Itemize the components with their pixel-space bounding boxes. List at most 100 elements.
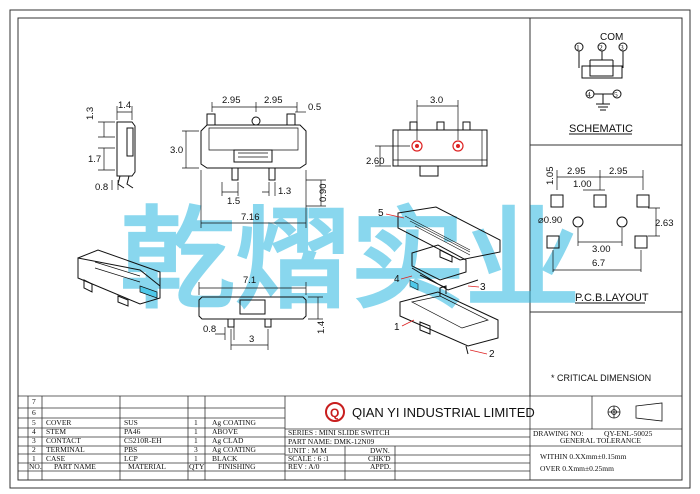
callout-2: 2 [489,349,495,360]
callout-4: 4 [394,274,400,285]
bom-row-finishing: ABOVE [212,427,238,436]
schematic-pin-3: 3 [620,43,624,52]
bom-row-no: 5 [32,418,36,427]
outer-frame [9,9,691,489]
chkd-label: CHK'D [368,454,391,463]
part-name-label: PART NAME: DMK-12N09 [288,437,374,446]
bom-row-part: STEM [46,427,66,436]
title-block [18,395,682,480]
front-dim-1-3: 1.3 [278,186,291,197]
front-dim-3-0: 3.0 [170,145,183,156]
isometric-assembled-view [77,249,161,307]
bom-row-qty: 1 [194,427,198,436]
bom-row-material: SUS [124,418,138,427]
schematic-pin-4: 4 [587,90,591,99]
side-dim-1-3: 1.3 [85,107,96,120]
tolerance-over: OVER 0.Xmm±0.25mm [540,464,614,473]
bom-row-finishing: BLACK [212,454,238,463]
bom-row-no: 4 [32,427,36,436]
side-view: 1.4 1.3 1.7 0.8 [85,100,136,193]
bom-table: 7 6 5 COVER SUS 1 Ag COATING 4 STEM PA46… [29,397,257,471]
bom-header-part: PART NAME [54,462,96,471]
bom-header-finishing: FINISHING [218,462,256,471]
appd-label: APPD. [370,462,391,471]
dwn-label: DWN. [370,446,390,455]
callout-1: 1 [394,322,400,333]
front-dim-7-16: 7.16 [241,212,260,223]
pcb-pad [634,235,648,249]
bom-row-part: TERMINAL [46,445,85,454]
schematic-pin-2: 2 [599,43,603,52]
pcb-pad [593,194,607,208]
front-view: 2.95 2.95 0.5 3.0 1.5 1.3 0.90 7.16 [170,95,329,228]
bom-header-material: MATERIAL [128,462,166,471]
front-dim-0-5: 0.5 [308,102,321,113]
bom-row-finishing: Ag CLAD [212,436,244,445]
pcb-pad [546,235,560,249]
bom-row-part: CASE [46,454,66,463]
top-dim-2-60: 2.60 [366,156,385,167]
scale-label: SCALE : 6 :1 [288,454,329,463]
bom-row-qty: 1 [194,436,198,445]
drawing-no-label: DRAWING NO: [533,429,583,438]
pcb-dim-3-00: 3.00 [592,244,611,255]
pcb-pad [550,194,564,208]
bom-row-finishing: Ag COATING [212,445,257,454]
bom-row-finishing: Ag COATING [212,418,257,427]
bottom-dim-3: 3 [249,334,254,345]
tolerance-within: WITHIN 0.XXmm±0.15mm [540,452,627,461]
exploded-view: 5 4 3 1 2 [378,206,501,360]
bom-row-no: 2 [32,445,36,454]
bom-row-material: LCP [124,454,138,463]
schematic: COM 1 2 3 4 5 SCHEMATIC [569,32,633,135]
bom-row-no: 3 [32,436,36,445]
side-dim-0-8: 0.8 [95,182,108,193]
top-view: 3.0 2.60 [366,95,488,177]
bom-row-part: COVER [46,418,71,427]
bom-header-no: NO. [29,462,42,471]
schematic-title: SCHEMATIC [569,123,633,135]
company-name: QIAN YI INDUSTRIAL LIMITED [352,405,535,420]
side-dim-1-7: 1.7 [88,154,101,165]
bom-row-no: 6 [32,408,36,417]
bom-row-no: 7 [32,397,36,406]
pcb-dim-2-95-a: 2.95 [567,166,586,177]
watermark-text: 乾熠实业 [120,199,580,322]
projection-symbol [607,402,663,422]
rev-label: REV : A/0 [288,462,320,471]
bom-row-material: PBS [124,445,137,454]
top-dim-3-0: 3.0 [430,95,443,106]
pcb-dim-6-7: 6.7 [592,258,605,269]
bottom-dim-1-4: 1.4 [316,321,327,334]
schematic-pin-5: 5 [614,90,618,99]
callout-5: 5 [378,208,384,219]
front-dim-2-95-a: 2.95 [222,95,241,106]
series-label: SERIES : MINI SLIDE SWITCH [288,428,390,437]
inner-frame [17,17,683,481]
company-logo-letter: Q [330,406,339,420]
pcb-pad [636,194,650,208]
bom-header-qty: QTY [189,462,205,471]
pcb-hole [616,216,628,228]
bottom-dim-0-8: 0.8 [203,324,216,335]
callout-3: 3 [480,282,486,293]
bom-row-qty: 1 [194,454,198,463]
drawing-no-value: QY-ENL-50025 [604,429,653,438]
bom-row-qty: 1 [194,418,198,427]
pcb-dim-1-05: 1.05 [545,167,556,186]
pcb-title: P.C.B.LAYOUT [575,292,649,304]
pcb-hole [572,216,584,228]
unit-label: UNIT : M M [288,446,327,455]
side-dim-1-4: 1.4 [118,100,131,111]
pcb-dim-1-00: 1.00 [573,179,592,190]
front-dim-2-95-b: 2.95 [264,95,283,106]
pcb-dim-hole: ⌀0.90 [538,215,562,226]
bom-row-material: PA46 [124,427,141,436]
pcb-dim-2-95-b: 2.95 [609,166,628,177]
schematic-com-label: COM [600,32,623,43]
bom-row-part: CONTACT [46,436,81,445]
company-logo: Q [325,402,345,422]
bottom-dim-7-1: 7.1 [243,275,256,286]
front-dim-0-90: 0.90 [318,184,329,203]
